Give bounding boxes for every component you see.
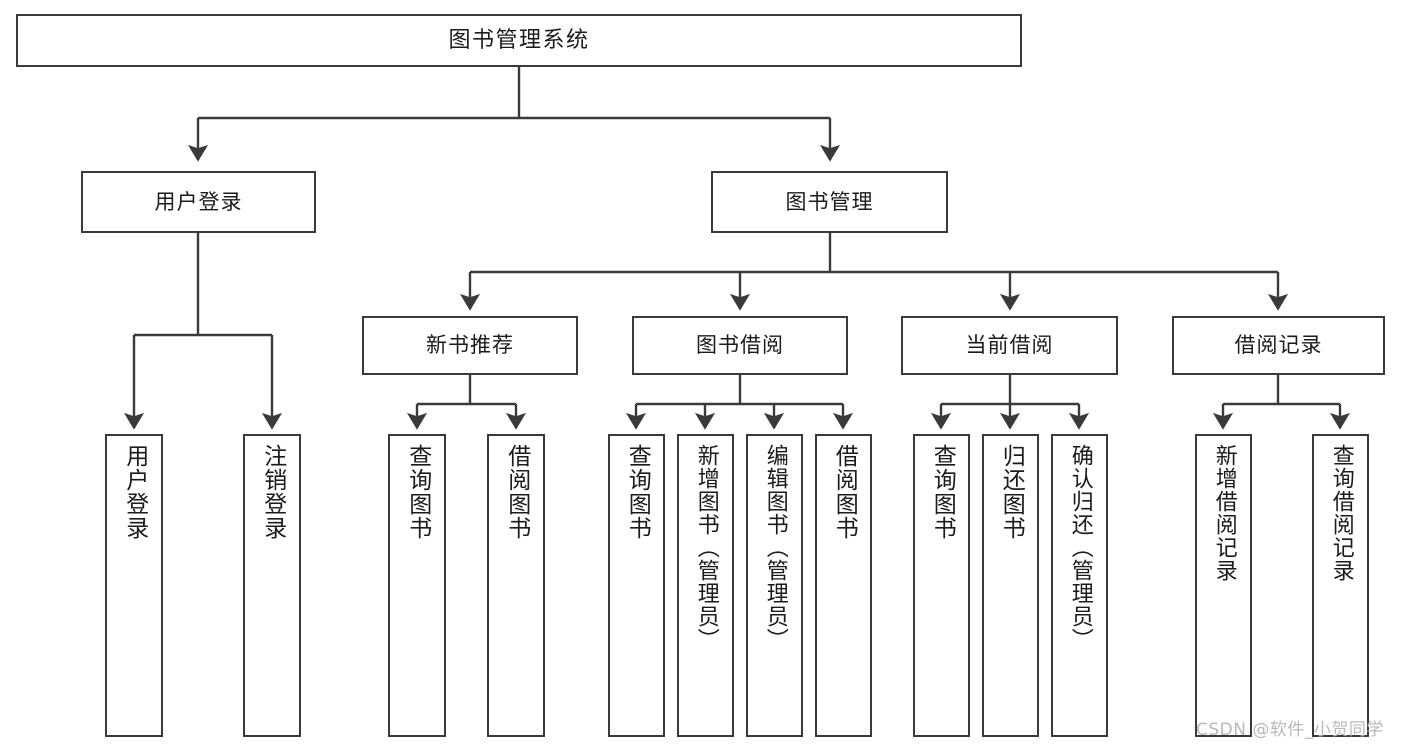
node-label: 查询借阅记录 — [1328, 444, 1354, 582]
node-label: 借阅图书 — [831, 444, 858, 540]
node-label: 新增图书（管理员） — [693, 444, 719, 651]
node-label: 借阅记录 — [1234, 333, 1323, 358]
node-label: 查询图书 — [404, 444, 431, 540]
node-label: 图书管理 — [785, 189, 874, 214]
node-leaf-query-book-3[interactable]: 查询图书 — [913, 434, 970, 737]
node-new-book-recommend[interactable]: 新书推荐 — [362, 316, 578, 375]
node-borrow-record[interactable]: 借阅记录 — [1172, 316, 1385, 375]
node-leaf-borrow-book-1[interactable]: 借阅图书 — [487, 434, 545, 737]
node-label: 查询图书 — [624, 444, 651, 540]
node-leaf-confirm-return[interactable]: 确认归还（管理员） — [1051, 434, 1108, 737]
node-label: 编辑图书（管理员） — [762, 444, 788, 651]
node-label: 当前借阅 — [965, 333, 1054, 358]
node-label: 新书推荐 — [426, 333, 514, 358]
node-leaf-query-book-1[interactable]: 查询图书 — [388, 434, 446, 737]
node-label: 确认归还（管理员） — [1067, 444, 1093, 651]
node-book-management[interactable]: 图书管理 — [711, 171, 948, 233]
node-label: 图书管理系统 — [448, 27, 590, 53]
node-label: 注销登录 — [259, 444, 286, 540]
node-leaf-logout-login[interactable]: 注销登录 — [243, 434, 301, 737]
node-leaf-borrow-book-2[interactable]: 借阅图书 — [815, 434, 872, 737]
node-user-login[interactable]: 用户登录 — [81, 171, 316, 233]
node-label: 图书借阅 — [696, 333, 784, 358]
node-leaf-edit-book[interactable]: 编辑图书（管理员） — [746, 434, 803, 737]
node-leaf-return-book[interactable]: 归还图书 — [982, 434, 1039, 737]
csdn-watermark: CSDN @软件_小贺同学 — [1196, 720, 1384, 740]
node-label: 借阅图书 — [503, 444, 530, 540]
node-leaf-query-record[interactable]: 查询借阅记录 — [1312, 434, 1369, 737]
node-leaf-add-record[interactable]: 新增借阅记录 — [1195, 434, 1252, 737]
node-book-borrow[interactable]: 图书借阅 — [632, 316, 848, 375]
node-leaf-query-book-2[interactable]: 查询图书 — [608, 434, 665, 737]
node-current-borrow[interactable]: 当前借阅 — [901, 316, 1118, 375]
node-leaf-user-login[interactable]: 用户登录 — [105, 434, 163, 737]
node-label: 用户登录 — [154, 189, 243, 214]
node-label: 新增借阅记录 — [1211, 444, 1237, 582]
node-label: 查询图书 — [929, 444, 956, 540]
node-label: 用户登录 — [121, 444, 148, 540]
node-root-system[interactable]: 图书管理系统 — [16, 14, 1022, 67]
node-label: 归还图书 — [998, 444, 1025, 540]
node-leaf-add-book[interactable]: 新增图书（管理员） — [677, 434, 734, 737]
